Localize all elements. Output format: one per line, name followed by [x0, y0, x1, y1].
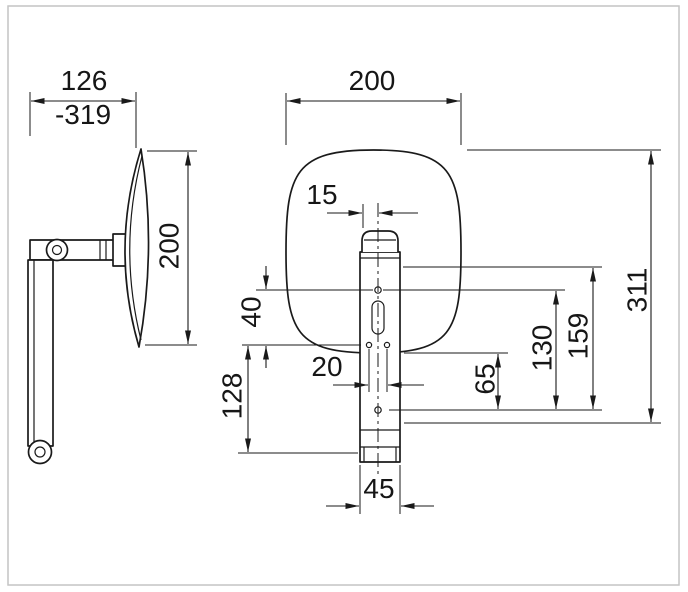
- dim-label-40: 40: [236, 296, 267, 327]
- dim-label-65: 65: [470, 363, 501, 394]
- dim-label-15: 15: [306, 179, 337, 210]
- dim-offset-40: 40: [236, 266, 373, 368]
- mirror-clamp: [112, 233, 127, 267]
- dim-label-200-side: 200: [154, 223, 185, 270]
- wall-rail: [27, 259, 54, 447]
- page-border: [7, 5, 680, 586]
- dim-label-319: -319: [55, 99, 111, 130]
- dim-label-128: 128: [217, 373, 248, 420]
- mirror-glass-line: [129, 155, 143, 341]
- dim-side-width: 126 -319: [29, 65, 137, 148]
- arm-hinge: [45, 238, 69, 262]
- dimensions: 126 -319 200 200 15: [29, 65, 661, 514]
- dim-label-45: 45: [363, 473, 394, 504]
- dim-pitch-20: 20: [311, 349, 424, 392]
- wall-foot: [27, 439, 53, 465]
- dim-label-311: 311: [622, 268, 653, 313]
- dim-label-200-front: 200: [349, 65, 396, 96]
- mirror-stem: [359, 230, 401, 463]
- stem-hole-left: [365, 341, 373, 349]
- side-view-mirror: [124, 148, 150, 348]
- mirror-profile: [124, 148, 150, 348]
- dim-front-width: 200: [285, 65, 462, 145]
- dim-label-159: 159: [563, 313, 594, 360]
- stem-hole-right: [383, 341, 391, 349]
- side-view-wall-mount: [27, 259, 54, 465]
- arm-body: [29, 239, 116, 261]
- arm-hinge-pin: [51, 244, 63, 256]
- dim-height-130: 130: [383, 289, 565, 409]
- dim-side-height: 200: [145, 150, 197, 346]
- dim-label-126: 126: [61, 65, 108, 96]
- dim-height-65: 65: [404, 352, 508, 409]
- wall-foot-pin: [34, 446, 46, 458]
- dim-height-159: 159: [403, 266, 602, 409]
- dim-height-128: 128: [217, 346, 358, 454]
- side-view-arm: [29, 233, 127, 267]
- stem-cap: [361, 230, 399, 252]
- dim-label-20: 20: [311, 351, 342, 382]
- front-view: [285, 149, 462, 478]
- dim-stem-width-45: 45: [326, 465, 434, 514]
- side-view: [27, 148, 150, 465]
- dim-offset-15: 15: [306, 179, 418, 228]
- dim-height-311: 311: [404, 149, 661, 424]
- dim-label-130: 130: [527, 325, 558, 372]
